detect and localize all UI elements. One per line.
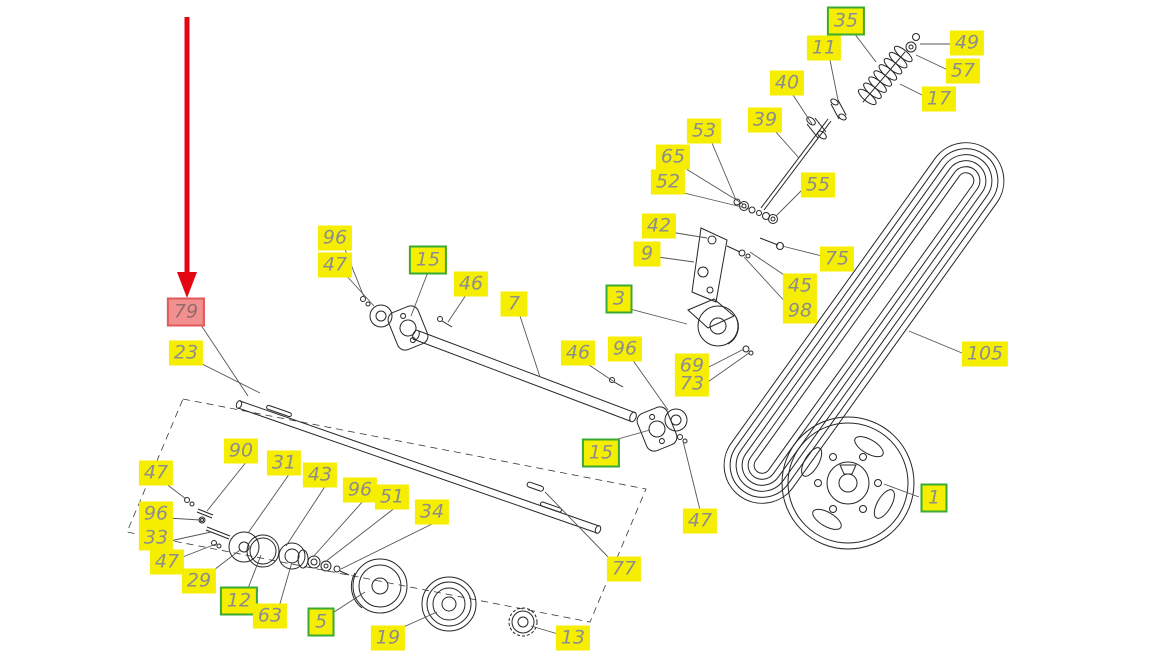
- part-label-19[interactable]: 19: [370, 625, 406, 651]
- leader-lines: [164, 32, 963, 635]
- part-label-77[interactable]: 77: [606, 556, 642, 582]
- part-label-75[interactable]: 75: [819, 246, 855, 272]
- part-label-34[interactable]: 34: [414, 499, 450, 525]
- part-label-39[interactable]: 39: [747, 107, 783, 133]
- part-label-73[interactable]: 73: [674, 371, 710, 397]
- part-label-35[interactable]: 35: [826, 6, 866, 36]
- part-label-105[interactable]: 105: [961, 341, 1009, 367]
- idler-pulley: [687, 298, 754, 356]
- part-label-49[interactable]: 49: [949, 30, 985, 56]
- part-label-12[interactable]: 12: [219, 586, 259, 616]
- part-label-17[interactable]: 17: [921, 86, 957, 112]
- pin: [830, 98, 847, 121]
- part-label-46[interactable]: 46: [560, 340, 596, 366]
- double-pulley: [421, 576, 477, 632]
- part-label-63[interactable]: 63: [252, 603, 288, 629]
- part-label-13[interactable]: 13: [555, 625, 591, 651]
- part-label-11[interactable]: 11: [806, 35, 842, 61]
- clutch-pulley: [350, 558, 408, 614]
- part-label-29[interactable]: 29: [181, 568, 217, 594]
- part-label-3[interactable]: 3: [605, 284, 633, 314]
- part-label-7[interactable]: 7: [500, 291, 528, 317]
- part-label-98[interactable]: 98: [782, 298, 818, 324]
- tension-spring: [857, 33, 920, 106]
- pointer-arrow: [177, 17, 197, 298]
- part-label-47[interactable]: 47: [317, 252, 353, 278]
- main-shaft: [235, 400, 602, 534]
- part-label-40[interactable]: 40: [769, 70, 805, 96]
- part-label-5[interactable]: 5: [307, 607, 335, 637]
- sprocket: [508, 607, 538, 637]
- part-label-9[interactable]: 9: [633, 241, 661, 267]
- part-label-51[interactable]: 51: [374, 484, 410, 510]
- part-label-47[interactable]: 47: [682, 508, 718, 534]
- part-label-23[interactable]: 23: [168, 340, 204, 366]
- part-label-55[interactable]: 55: [800, 172, 836, 198]
- part-label-1[interactable]: 1: [920, 483, 948, 513]
- part-label-57[interactable]: 57: [945, 58, 981, 84]
- part-label-90[interactable]: 90: [223, 438, 259, 464]
- construction-lines: [126, 398, 647, 623]
- part-label-52[interactable]: 52: [650, 169, 686, 195]
- shaft-key: [526, 481, 544, 492]
- part-label-15[interactable]: 15: [581, 438, 621, 468]
- part-label-42[interactable]: 42: [641, 213, 677, 239]
- part-label-47[interactable]: 47: [138, 460, 174, 486]
- part-label-45[interactable]: 45: [782, 273, 818, 299]
- part-label-43[interactable]: 43: [302, 462, 338, 488]
- part-label-96[interactable]: 96: [342, 477, 378, 503]
- fasteners-cluster: [733, 198, 778, 224]
- upper-shaft: [360, 296, 688, 452]
- part-label-47[interactable]: 47: [149, 549, 185, 575]
- part-label-96[interactable]: 96: [138, 501, 174, 527]
- tension-rod: [760, 118, 832, 211]
- part-label-79-highlighted[interactable]: 79: [166, 297, 206, 327]
- part-label-96[interactable]: 96: [607, 336, 643, 362]
- drive-pulley: [781, 416, 915, 550]
- part-label-46[interactable]: 46: [453, 271, 489, 297]
- part-label-65[interactable]: 65: [655, 144, 691, 170]
- part-label-53[interactable]: 53: [686, 118, 722, 144]
- part-label-33[interactable]: 33: [138, 525, 174, 551]
- tension-bracket: [691, 227, 784, 303]
- part-label-15[interactable]: 15: [408, 245, 448, 275]
- part-label-31[interactable]: 31: [266, 450, 302, 476]
- belt: [723, 142, 1005, 504]
- part-label-96[interactable]: 96: [317, 225, 353, 251]
